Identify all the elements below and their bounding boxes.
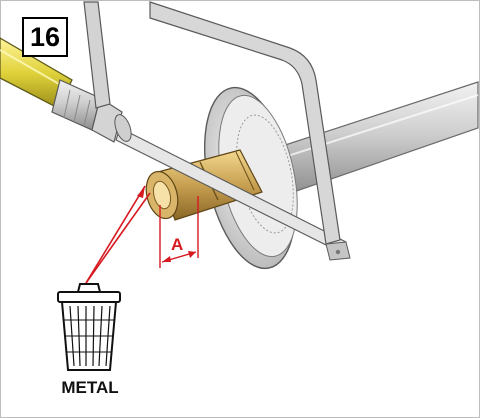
shaft <box>269 81 479 196</box>
step-number-badge: 16 <box>22 17 68 57</box>
waste-bin-icon <box>57 283 121 371</box>
bin-material-label: METAL <box>61 378 119 397</box>
discard-arrow <box>85 185 151 284</box>
dimension-a-marker: A <box>159 196 199 268</box>
handle-collar <box>51 79 132 143</box>
dimension-a-label: A <box>171 235 183 254</box>
saw-frame <box>83 1 351 261</box>
